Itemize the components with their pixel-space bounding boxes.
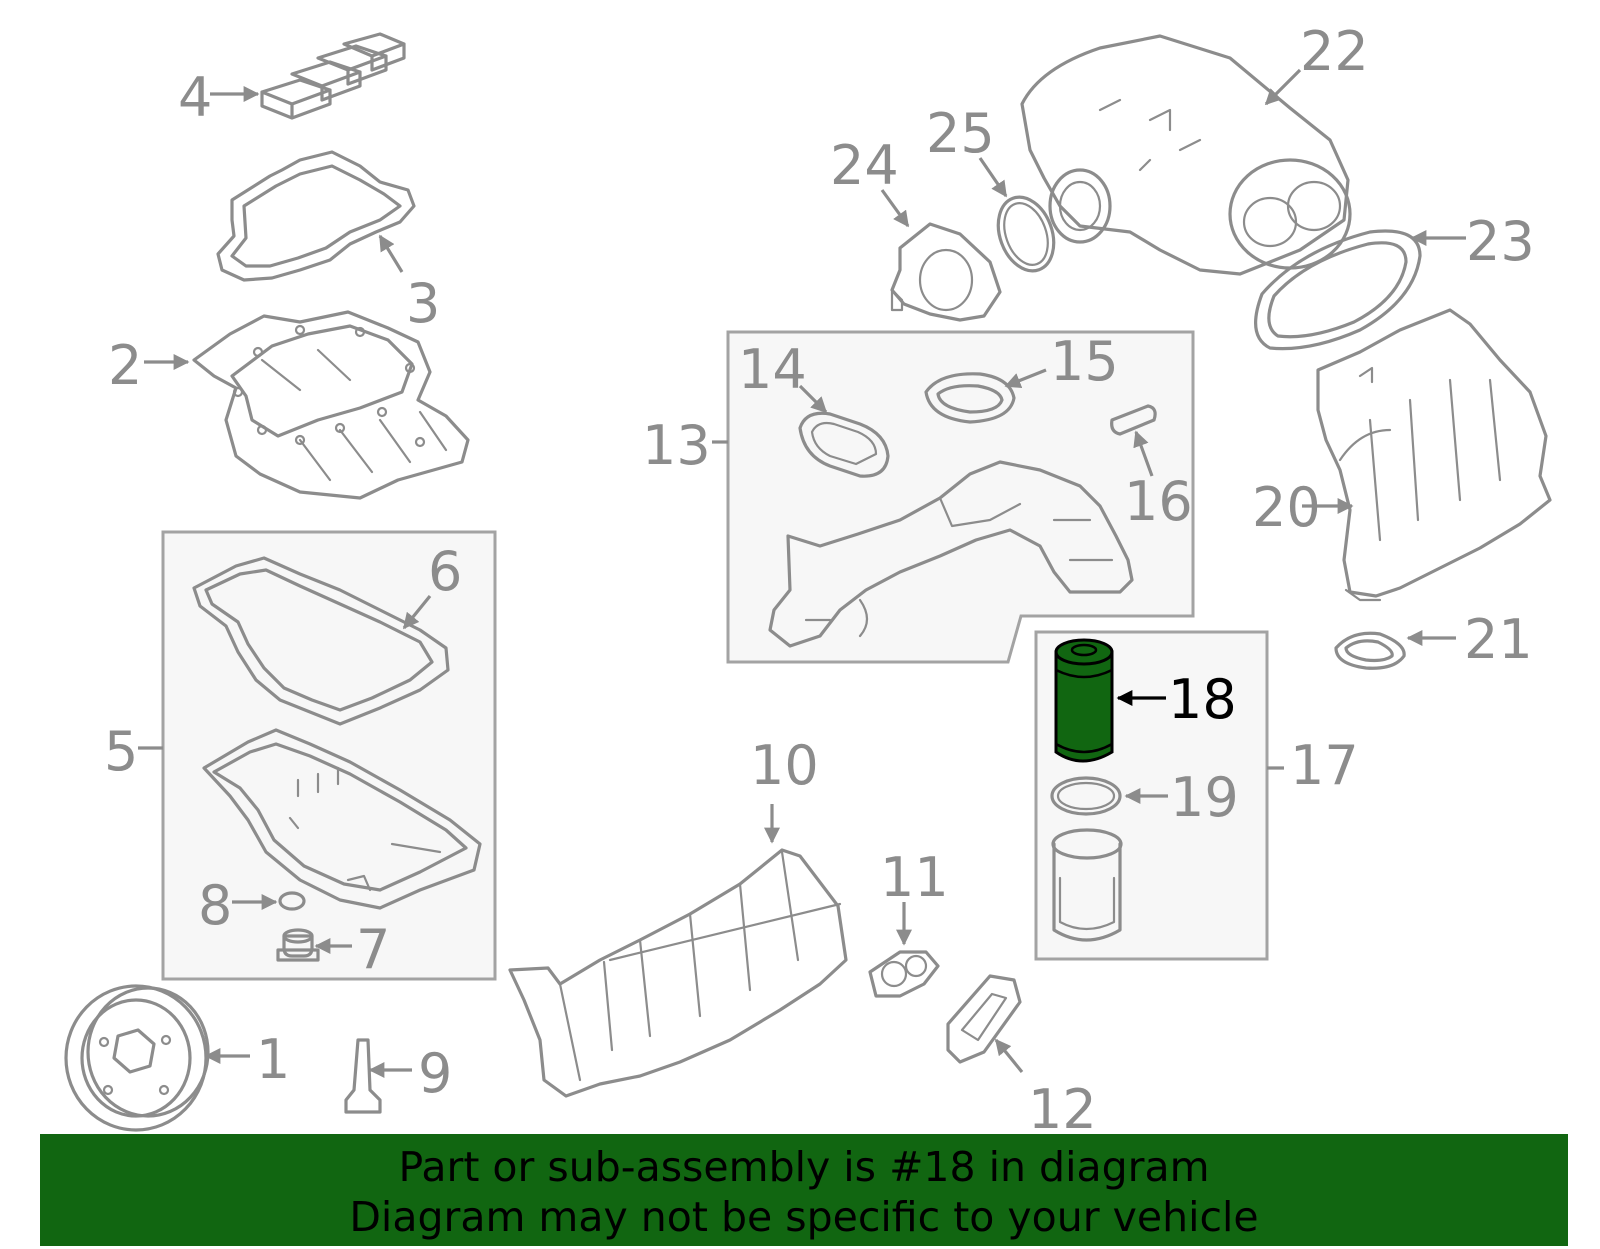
callout-3: 3 xyxy=(406,272,440,335)
callout-18: 18 xyxy=(1168,668,1237,731)
part-24-throttle xyxy=(890,222,1002,322)
callout-labels: 1 2 3 4 5 6 7 8 9 10 11 12 13 14 15 16 1… xyxy=(104,20,1535,1141)
banner-line-1: Part or sub-assembly is #18 in diagram xyxy=(398,1143,1210,1191)
callout-24: 24 xyxy=(830,134,899,197)
banner-line-2: Diagram may not be specific to your vehi… xyxy=(349,1193,1259,1241)
part-11-bracket xyxy=(868,950,940,998)
info-banner: Part or sub-assembly is #18 in diagram D… xyxy=(40,1134,1568,1246)
part-19-oring-inner xyxy=(1056,781,1116,811)
callout-19: 19 xyxy=(1170,766,1239,829)
callout-11: 11 xyxy=(880,846,949,909)
callout-1: 1 xyxy=(256,1028,290,1091)
part-9-dipstick xyxy=(344,1038,382,1114)
part-16-clip xyxy=(1110,404,1157,436)
part-14-gasket xyxy=(798,411,890,478)
part-23-seal xyxy=(1254,229,1422,351)
callout-13: 13 xyxy=(642,414,711,477)
callout-8: 8 xyxy=(198,874,232,937)
callout-17: 17 xyxy=(1290,734,1359,797)
callout-5: 5 xyxy=(104,720,138,783)
part-25-oring xyxy=(996,195,1056,273)
callout-21: 21 xyxy=(1464,608,1533,671)
part-8-washer xyxy=(278,891,306,911)
callout-2: 2 xyxy=(108,334,142,397)
part-7-drain-plug xyxy=(276,928,320,962)
callout-23: 23 xyxy=(1466,210,1535,273)
part-6-gasket xyxy=(192,556,450,726)
callout-7: 7 xyxy=(356,918,390,981)
part-17-housing xyxy=(1051,828,1123,942)
callout-16: 16 xyxy=(1124,470,1193,533)
leader-lines xyxy=(138,68,1466,1078)
part-5-lower-pan xyxy=(202,728,482,910)
callout-6: 6 xyxy=(428,540,462,603)
part-1-pulley xyxy=(64,984,210,1132)
part-21-oring xyxy=(1334,631,1406,670)
callout-20: 20 xyxy=(1252,476,1321,539)
part-3-gasket xyxy=(216,150,416,282)
callout-4: 4 xyxy=(178,66,212,129)
part-2-oil-pan xyxy=(192,310,470,500)
callout-25: 25 xyxy=(926,102,995,165)
group-box-13 xyxy=(726,330,1195,664)
part-25-oring-inner xyxy=(1003,202,1049,266)
part-15-gasket xyxy=(924,372,1016,424)
callout-12: 12 xyxy=(1028,1078,1097,1141)
callout-9: 9 xyxy=(418,1042,452,1105)
callout-14: 14 xyxy=(738,338,807,401)
part-20-manifold xyxy=(1316,308,1552,602)
part-4-clips xyxy=(260,32,406,120)
part-18-filter-element xyxy=(1054,638,1114,763)
callout-10: 10 xyxy=(750,734,819,797)
part-19-oring xyxy=(1050,776,1122,816)
callout-15: 15 xyxy=(1050,330,1119,393)
part-12-cover xyxy=(946,974,1022,1064)
part-10-heat-shield xyxy=(508,848,848,1098)
part-13-manifold xyxy=(768,460,1134,648)
callout-22: 22 xyxy=(1300,20,1369,83)
